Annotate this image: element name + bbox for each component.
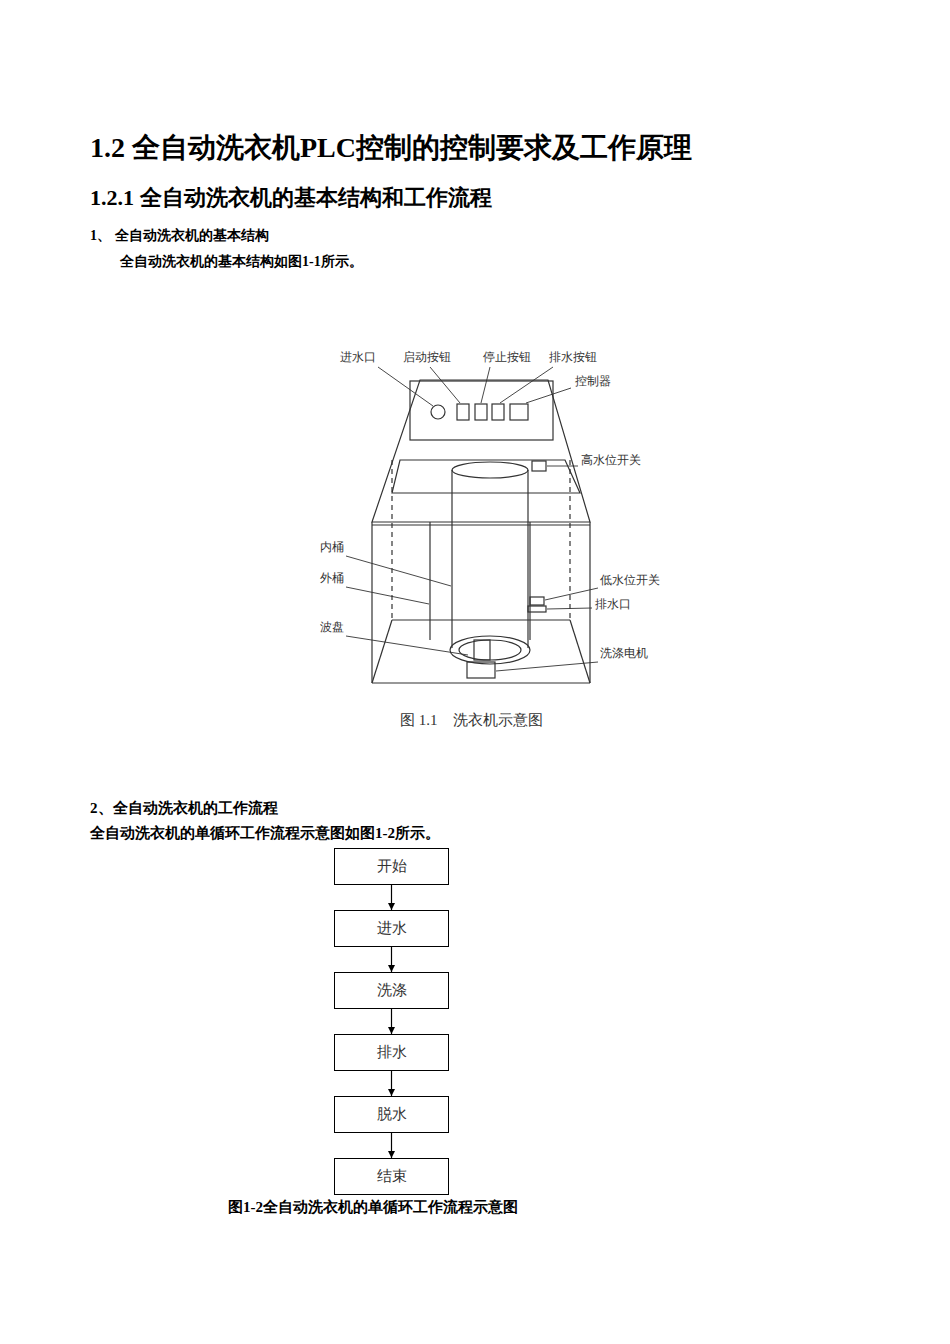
housing-edge [372,524,590,525]
part-label: 低水位开关 [600,573,660,587]
flow-arrow [391,1071,392,1096]
part-label: 外桶 [320,571,344,585]
section-heading: 1.2.1 全自动洗衣机的基本结构和工作流程 [90,185,492,211]
leader-line [346,636,468,655]
base-edge [372,620,392,683]
body-text: 全自动洗衣机的基本结构如图1-1所示。 [120,254,363,271]
page-heading: 1.2 全自动洗衣机PLC控制的控制要求及工作原理 [90,131,692,165]
flow-arrow [391,947,392,972]
process-label: 结束 [377,1167,407,1186]
part-label: 进水口 [340,350,376,364]
process-label: 开始 [377,857,407,876]
outer-tub [529,522,530,640]
lid [392,460,580,493]
leader-lines [346,367,598,671]
outer-tub [429,522,430,640]
process-label: 洗涤 [377,981,407,1000]
process-box: 脱水 [334,1096,449,1133]
stop-button [475,404,487,420]
part-label: 排水按钮 [549,350,597,364]
leader-line [346,556,451,586]
process-box: 进水 [334,910,449,947]
figure-caption: 图 1.1 洗衣机示意图 [400,711,543,729]
control-panel [410,381,553,440]
flow-arrow [391,885,392,910]
controller [510,404,528,420]
leader-line [378,367,433,406]
leader-line [430,367,460,403]
inner-tub-bottom [450,636,530,664]
water-inlet [431,405,445,419]
leader-line [547,466,578,467]
inner-tub [527,470,528,648]
process-box: 洗涤 [334,972,449,1009]
pulsator [459,640,521,660]
body-text: 全自动洗衣机的单循环工作流程示意图如图1-2所示。 [90,824,440,842]
subsection-heading: 2、全自动洗衣机的工作流程 [90,799,278,817]
process-box: 开始 [334,848,449,885]
body-bottom [372,682,590,683]
motor [467,662,495,678]
flow-arrow [391,1009,392,1034]
figure-caption: 图1-2全自动洗衣机的单循环工作流程示意图 [228,1198,518,1216]
start-button [457,404,469,420]
process-label: 脱水 [377,1105,407,1124]
process-box: 结束 [334,1158,449,1195]
pulsator-hub [474,640,490,660]
part-label: 停止按钮 [483,350,531,364]
inner-tub-top [452,462,528,478]
leader-line [526,388,571,403]
base-edge [392,619,570,620]
process-label: 排水 [377,1043,407,1062]
body-left [371,522,372,683]
drain-button [492,404,504,420]
flow-arrow [391,1133,392,1158]
low-level-switch [530,597,544,605]
body-right [589,522,590,683]
hidden-edge [569,460,570,620]
leader-line [346,587,429,604]
leader-line [481,367,490,403]
leader-line [547,608,592,609]
process-box: 排水 [334,1034,449,1071]
process-label: 进水 [377,919,407,938]
leader-line [496,662,598,671]
part-label: 波盘 [320,620,344,634]
subsection-heading: 1、 全自动洗衣机的基本结构 [90,228,269,245]
inner-tub [451,470,452,648]
drain-outlet [528,606,546,612]
part-label: 洗涤电机 [600,646,648,660]
base-edge [570,620,590,683]
leader-line [500,367,553,403]
part-label: 控制器 [575,374,611,388]
part-label: 内桶 [320,540,344,554]
leader-line [545,588,598,600]
part-label: 启动按钮 [403,350,451,364]
part-label: 排水口 [595,597,631,611]
part-label: 高水位开关 [581,453,641,467]
high-level-switch [532,461,546,471]
